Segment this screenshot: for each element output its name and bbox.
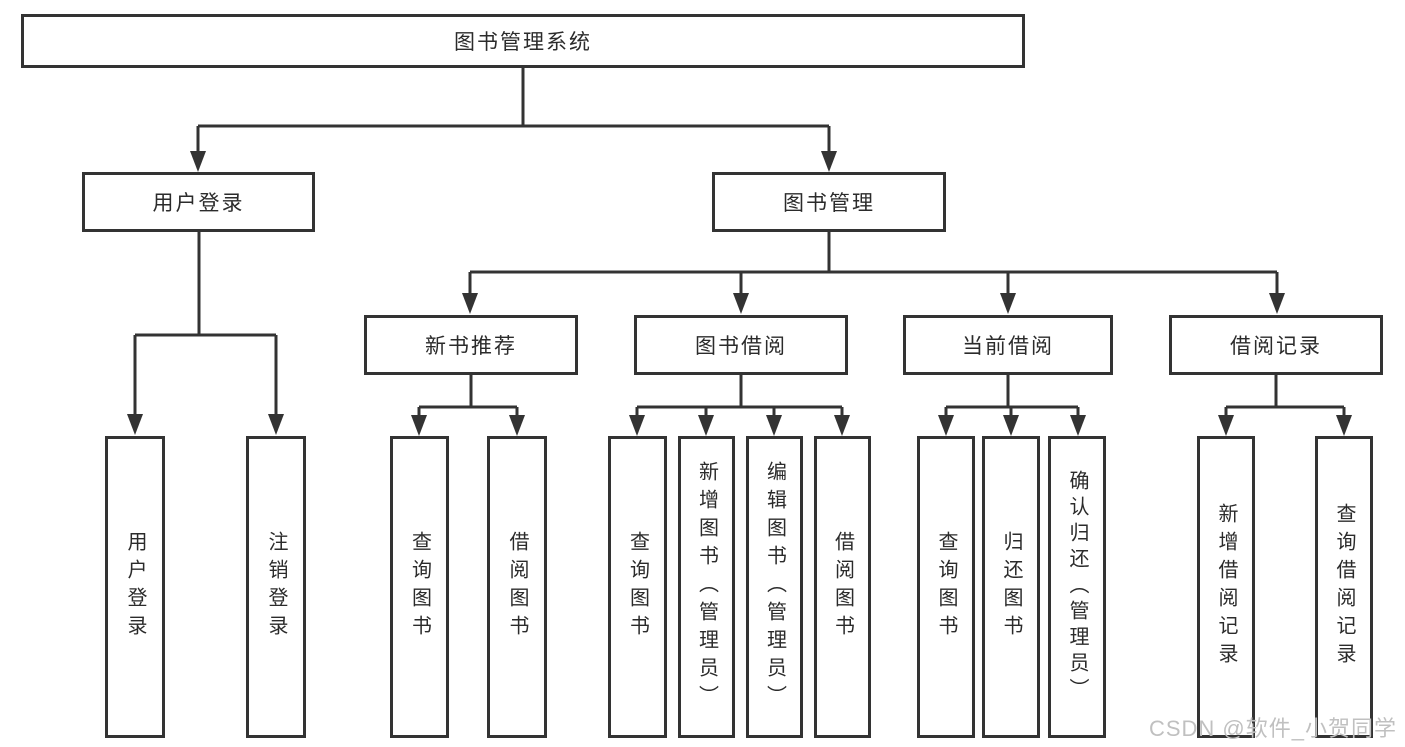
leaf-label: 归还图书 bbox=[1000, 531, 1022, 643]
node-new-book-recommend: 新书推荐 bbox=[364, 315, 578, 375]
leaf-label: 借阅图书 bbox=[506, 531, 528, 643]
node-user-login: 用户登录 bbox=[82, 172, 315, 232]
node-root-system: 图书管理系统 bbox=[21, 14, 1025, 68]
leaf-label: 新增借阅记录 bbox=[1215, 503, 1237, 671]
csdn-watermark: CSDN @软件_小贺同学 bbox=[1148, 716, 1397, 741]
leaf-label: 查询图书 bbox=[935, 531, 957, 643]
leaf-label: 查询图书 bbox=[408, 531, 431, 643]
node-leaf-rec-query-record: 查询借阅记录 bbox=[1315, 436, 1373, 738]
node-leaf-logout: 注销登录 bbox=[246, 436, 306, 738]
leaf-label: 用户登录 bbox=[124, 531, 146, 643]
leaf-label: 查询图书 bbox=[626, 531, 649, 643]
node-leaf-cur-return-books: 归还图书 bbox=[982, 436, 1040, 738]
node-book-management: 图书管理 bbox=[712, 172, 946, 232]
node-leaf-user-login: 用户登录 bbox=[105, 436, 165, 738]
node-book-borrowing: 图书借阅 bbox=[634, 315, 848, 375]
leaf-label: 编辑图书（管理员） bbox=[763, 461, 786, 713]
node-leaf-rec-add-record: 新增借阅记录 bbox=[1197, 436, 1255, 738]
leaf-label: 新增图书（管理员） bbox=[695, 461, 718, 713]
node-leaf-cur-query-books: 查询图书 bbox=[917, 436, 975, 738]
node-leaf-bw-borrow-books: 借阅图书 bbox=[814, 436, 871, 738]
node-current-borrowing: 当前借阅 bbox=[903, 315, 1113, 375]
node-leaf-bw-add-books-admin: 新增图书（管理员） bbox=[678, 436, 735, 738]
node-leaf-nb-borrow-books: 借阅图书 bbox=[487, 436, 547, 738]
node-leaf-bw-query-books: 查询图书 bbox=[608, 436, 667, 738]
leaf-label: 借阅图书 bbox=[831, 531, 854, 643]
node-leaf-bw-edit-books-admin: 编辑图书（管理员） bbox=[746, 436, 803, 738]
leaf-label: 确认归还（管理员） bbox=[1066, 470, 1088, 704]
node-leaf-cur-confirm-return-admin: 确认归还（管理员） bbox=[1048, 436, 1106, 738]
leaf-label: 注销登录 bbox=[265, 531, 287, 643]
node-leaf-nb-query-books: 查询图书 bbox=[390, 436, 449, 738]
node-borrow-records: 借阅记录 bbox=[1169, 315, 1383, 375]
leaf-label: 查询借阅记录 bbox=[1333, 503, 1355, 671]
